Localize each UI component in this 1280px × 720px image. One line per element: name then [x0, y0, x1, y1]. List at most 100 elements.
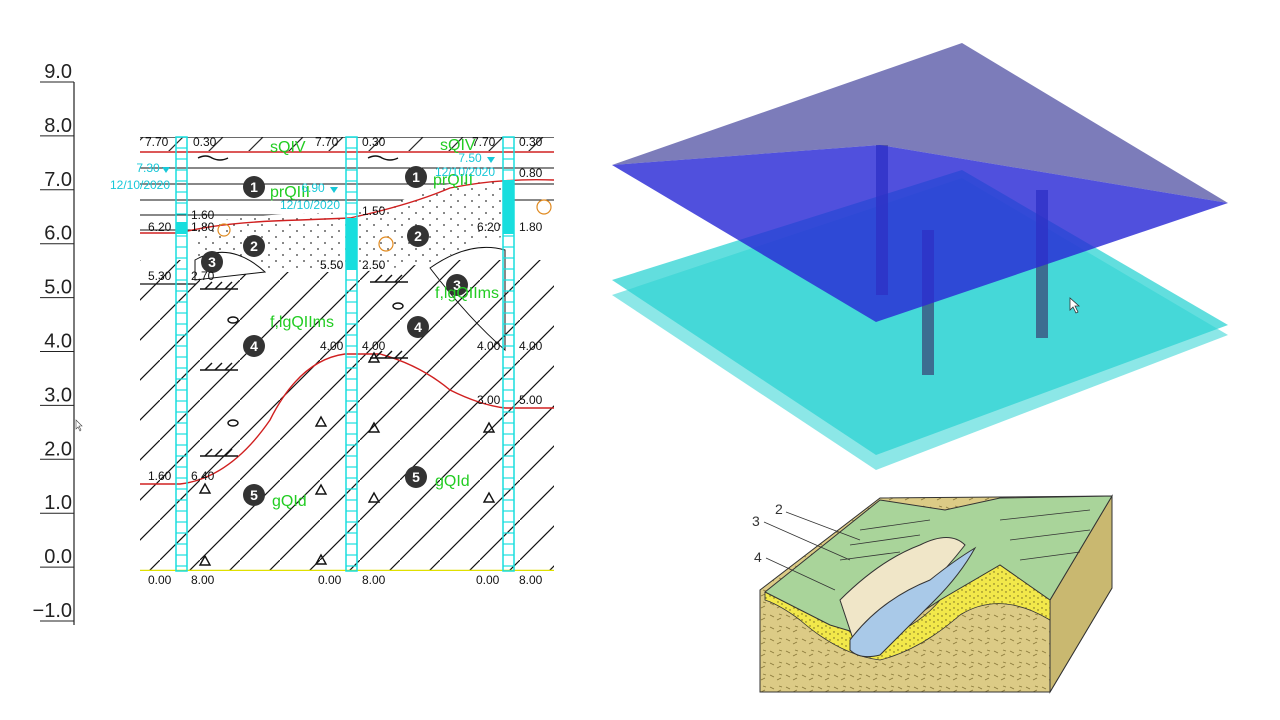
scale-label: 0.0	[44, 546, 72, 568]
boreholes	[175, 136, 515, 572]
scale-label: 6.0	[44, 223, 72, 245]
scale-label: 4.0	[44, 331, 72, 353]
depth-label: 4.00	[519, 339, 543, 353]
depth-label: 1.50	[362, 204, 386, 218]
bottom-label: 0.00	[318, 573, 342, 587]
scale-label: 2.0	[44, 438, 72, 460]
layer-number: 4	[250, 338, 258, 354]
river-water	[849, 546, 977, 658]
top-elevation-label: 7.70	[315, 135, 339, 149]
depth-label: 5.00	[519, 393, 543, 407]
scale-ticks	[40, 81, 74, 622]
bottom-label: 0.00	[476, 573, 500, 587]
scale-labels: 9.0 8.0 7.0 6.0 5.0 4.0 3.0 2.0 1.0 0.0 −1.0	[33, 61, 72, 622]
layer-number: 3	[208, 254, 216, 270]
water-level-date: 12/10/2020	[435, 165, 495, 179]
water-level-date: 12/10/2020	[280, 198, 340, 212]
scale-label: 9.0	[44, 61, 72, 83]
layer-badges: 1 1 2 2 3 3 4 4 5 5	[201, 166, 468, 506]
layer-badge-3b: 3	[446, 274, 468, 296]
formation-layer5-label: gQId	[272, 493, 307, 510]
terrace-labels: 2 3 4	[752, 501, 783, 565]
terrace-label-3: 3	[752, 513, 760, 529]
upper-surface-top	[612, 43, 1228, 203]
water-level-value: 7.50	[458, 151, 482, 165]
layer-badge-2: 2	[243, 235, 265, 257]
formation-layer4-label: f,lgQIIms	[270, 314, 334, 331]
depth-label: 6.40	[191, 469, 215, 483]
depth-label: 1.80	[519, 220, 543, 234]
layer-badge-2b: 2	[407, 225, 429, 247]
bottom-label: 8.00	[191, 573, 215, 587]
layer-number: 5	[250, 487, 258, 503]
water-level-date: 12/10/2020	[110, 178, 170, 192]
layer-badge-4b: 4	[407, 316, 429, 338]
layer-badge-5b: 5	[405, 466, 427, 488]
depth-label: 2.50	[362, 258, 386, 272]
depth-label: 0.30	[362, 135, 386, 149]
sample-markers	[217, 199, 552, 252]
bottom-label: 8.00	[362, 573, 386, 587]
layer-number: 2	[250, 238, 258, 254]
scale-label: 1.0	[44, 492, 72, 514]
hand-cursor-icon	[1069, 297, 1081, 314]
layer-number: 2	[414, 228, 422, 244]
depth-label: 0.30	[193, 135, 217, 149]
layer-number: 4	[414, 319, 422, 335]
lithology-symbols	[197, 155, 496, 566]
formation-layer1-label: prQIII	[270, 184, 310, 201]
label-leaders	[763, 511, 861, 591]
scale-label: 5.0	[44, 277, 72, 299]
upper-surface	[612, 145, 1228, 322]
depth-label: 5.50	[320, 258, 344, 272]
scale-label: 7.0	[44, 169, 72, 191]
depth-label: 0.80	[519, 166, 543, 180]
terrace-label-4: 4	[754, 549, 762, 565]
borehole-3	[502, 136, 515, 572]
layer-number: 1	[412, 169, 420, 185]
elevation-scale: 9.0 8.0 7.0 6.0 5.0 4.0 3.0 2.0 1.0 0.0 −1.0	[33, 61, 75, 625]
depth-label: 5.30	[148, 269, 172, 283]
scale-label: 8.0	[44, 115, 72, 137]
depth-label: 1.60	[191, 208, 215, 222]
water-level-annotations: 7.30 12/10/2020 6.90 12/10/2020 7.50 12/…	[110, 151, 495, 212]
water-level-value: 7.30	[136, 161, 160, 175]
scale-label: 3.0	[44, 384, 72, 406]
depth-label: 1.80	[191, 220, 215, 234]
formation-top-label: sQIV	[270, 139, 306, 156]
formation-top-label-2: sQIV	[440, 137, 476, 154]
top-elevation-label: 7.70	[472, 135, 496, 149]
depth-label: 1.60	[148, 469, 172, 483]
layer-number: 5	[412, 469, 420, 485]
formation-labels: sQIV sQIV prQIII prQIII f,lgQIIms f,lgQI…	[270, 137, 499, 510]
depth-label: 4.00	[362, 339, 386, 353]
depth-labels: 7.70 7.70 7.70 0.30 0.30 0.30 0.80 1.60 …	[145, 135, 543, 587]
water-level-value: 6.90	[301, 181, 325, 195]
arrow-cursor-icon	[75, 419, 83, 432]
river-terrace-diagram: 2 3 4	[752, 494, 1113, 694]
bottom-label: 0.00	[148, 573, 172, 587]
terrace-hachures	[839, 509, 1091, 561]
layer-badge-5: 5	[243, 484, 265, 506]
3d-surface-model	[612, 43, 1228, 470]
borehole-2	[345, 136, 358, 572]
layer-number: 3	[453, 277, 461, 293]
layer-badge-3: 3	[201, 251, 223, 273]
terrace-label-2: 2	[775, 501, 783, 517]
formation-layer1-label-2: prQIII	[433, 172, 473, 189]
bottom-label: 8.00	[519, 573, 543, 587]
geologic-cross-section: 1 1 2 2 3 3 4 4 5 5 sQIV sQIV prQIII prQ…	[110, 135, 555, 587]
depth-label: 0.30	[519, 135, 543, 149]
layer-badge-4: 4	[243, 335, 265, 357]
top-elevation-label: 7.70	[145, 135, 169, 149]
scale-label: −1.0	[33, 600, 72, 622]
layer-badge-1: 1	[243, 176, 265, 198]
formation-layer5-label-2: gQId	[435, 473, 470, 490]
layer-number: 1	[250, 179, 258, 195]
depth-label: 6.20	[477, 220, 501, 234]
depth-label: 4.00	[477, 339, 501, 353]
layer-badge-1b: 1	[405, 166, 427, 188]
depth-label: 6.20	[148, 220, 172, 234]
depth-label: 2.70	[191, 269, 215, 283]
